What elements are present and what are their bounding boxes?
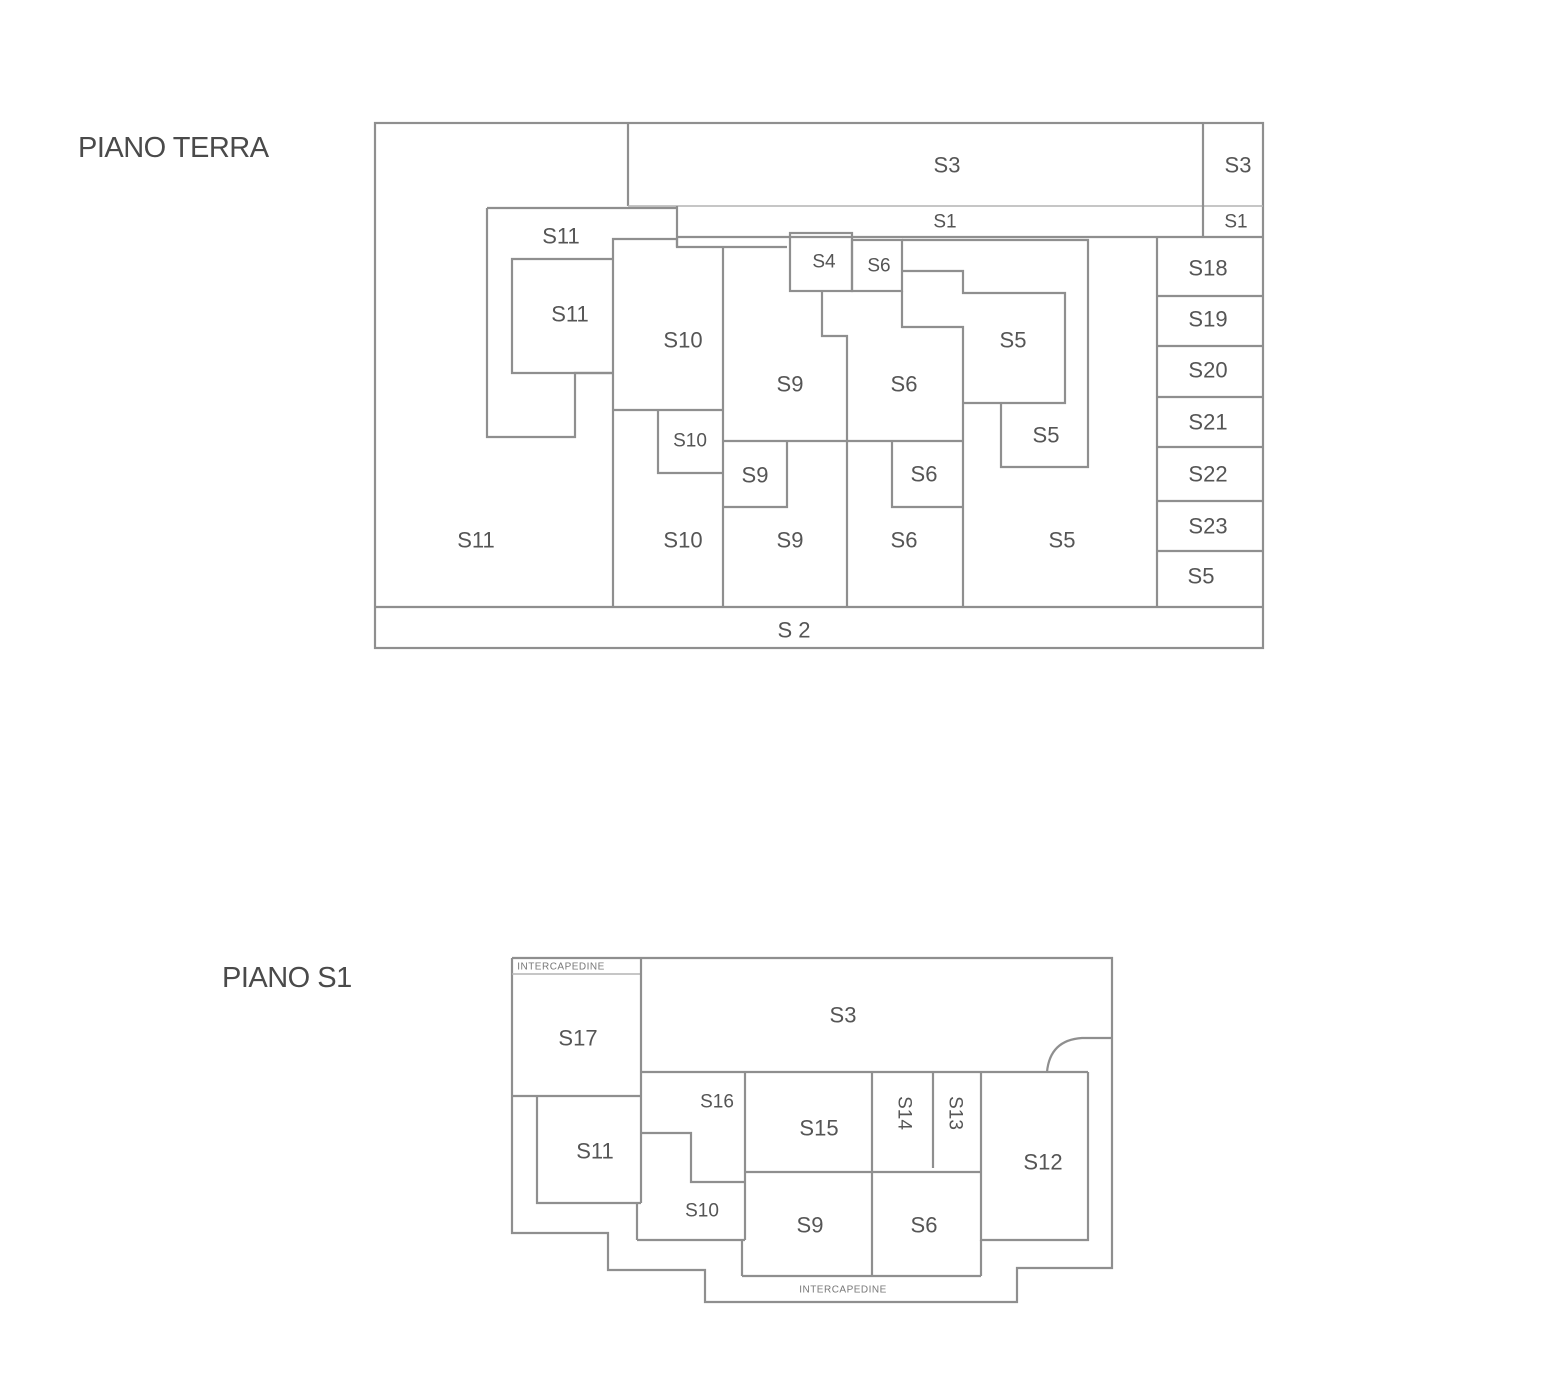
room-label: S6 (891, 372, 918, 397)
ground-floor-plan: S3 S3 S1 S1 S11 S11 S11 S10 S10 S10 S4 S… (373, 121, 1265, 650)
room-label: S3 (934, 153, 961, 178)
wall-note: INTERCAPEDINE (799, 1285, 887, 1296)
room-label: S5 (1033, 423, 1060, 448)
wall (850, 238, 904, 293)
room-label: S9 (777, 372, 804, 397)
room-label: S15 (799, 1116, 838, 1141)
room-label: S9 (777, 528, 804, 553)
wall (611, 237, 787, 607)
room-label: S6 (867, 256, 890, 277)
room-label: S20 (1188, 358, 1227, 383)
room-label: S10 (663, 328, 702, 353)
room-label: S4 (812, 252, 836, 273)
wall (656, 410, 723, 475)
room-label: S21 (1188, 410, 1227, 435)
room-label: S6 (891, 528, 918, 553)
room-label: S14 (894, 1096, 915, 1130)
basement-floor-outline (510, 956, 1114, 1304)
room-label: S18 (1188, 256, 1227, 281)
room-label: S16 (700, 1092, 734, 1113)
room-label: S6 (911, 462, 938, 487)
wall (890, 441, 963, 509)
room-label: S11 (542, 224, 580, 249)
room-label: S11 (457, 528, 495, 553)
wall-note: INTERCAPEDINE (517, 962, 605, 973)
floor-title-basement: PIANO S1 (222, 962, 352, 994)
wall (820, 291, 849, 607)
wall (979, 1072, 1090, 1242)
ground-floor-outline (373, 121, 1265, 650)
room-label: S 2 (777, 618, 810, 643)
room-label: S3 (1225, 153, 1252, 178)
room-label: S10 (673, 431, 707, 452)
room-label: S1 (1224, 212, 1247, 233)
room-label: S5 (1049, 528, 1076, 553)
wall (510, 257, 613, 375)
door-swing (1045, 1036, 1112, 1073)
basement-floor-plan: S3 S17 S16 S15 S14 S13 S11 S12 S10 S9 S6… (510, 956, 1114, 1304)
room-label: S5 (1188, 564, 1215, 589)
room-label: S6 (911, 1213, 938, 1238)
wall (900, 291, 965, 607)
room-label: S1 (933, 212, 956, 233)
wall (723, 441, 789, 509)
room-label: S9 (742, 463, 769, 488)
room-label: S5 (1000, 328, 1027, 353)
floor-title-ground: PIANO TERRA (78, 132, 269, 164)
room-label: S23 (1188, 514, 1227, 539)
room-label: S11 (576, 1139, 614, 1164)
room-label: S13 (945, 1096, 966, 1130)
wall (902, 269, 1067, 405)
room-label: S9 (797, 1213, 824, 1238)
room-label: S11 (551, 302, 589, 327)
room-label: S3 (830, 1003, 857, 1028)
wall (641, 1131, 745, 1184)
wall (902, 238, 1090, 469)
wall (535, 1096, 641, 1205)
room-label: S12 (1023, 1150, 1062, 1175)
room-label: S10 (685, 1201, 719, 1222)
room-label: S19 (1188, 307, 1227, 332)
room-label: S22 (1188, 462, 1227, 487)
room-label: S17 (558, 1026, 597, 1051)
room-label: S10 (663, 528, 702, 553)
